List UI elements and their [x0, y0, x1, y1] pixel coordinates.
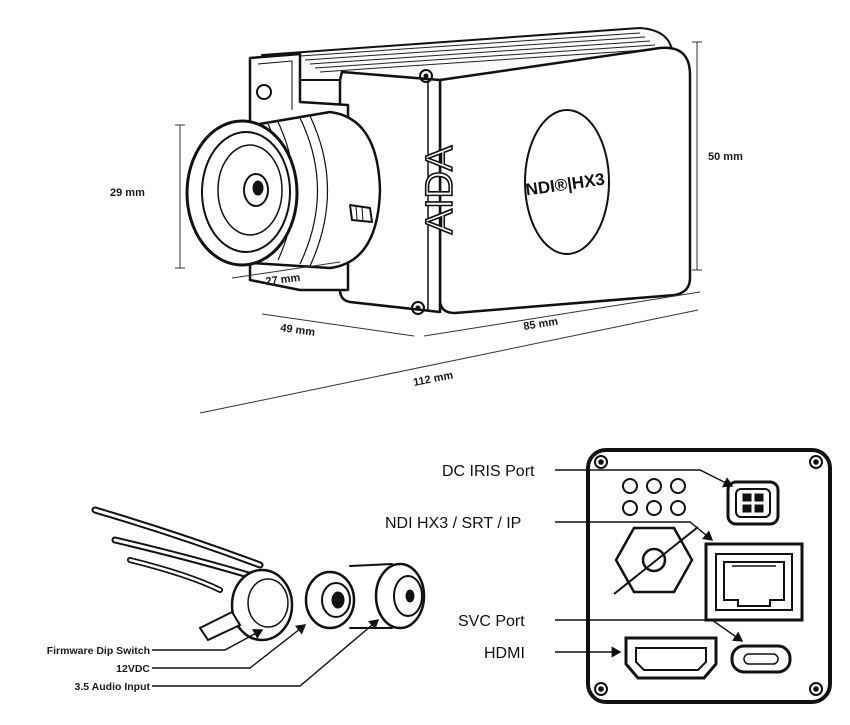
lens-diameter-label: 29 mm	[110, 187, 145, 199]
panel-screws	[594, 455, 823, 696]
firmware-dip-switch-label: Firmware Dip Switch	[47, 645, 150, 657]
hdmi-label: HDMI	[484, 645, 525, 662]
ethernet-port	[704, 542, 804, 622]
camera-illustration	[185, 27, 692, 315]
heatsink-fins	[299, 32, 661, 73]
cable-callout-lines	[152, 619, 380, 687]
body-length-label: 85 mm	[523, 316, 560, 333]
hdmi-port	[624, 636, 718, 680]
hex-nut	[613, 526, 699, 595]
power-12vdc-label: 12VDC	[116, 663, 150, 675]
dc-iris-port	[726, 480, 780, 526]
audio-input-label: 3.5 Audio Input	[75, 681, 151, 693]
lens-depth-label: 27 mm	[265, 272, 301, 288]
indicator-holes	[622, 478, 686, 516]
total-length-label: 112 mm	[412, 369, 454, 389]
panel-callout-lines	[555, 469, 744, 658]
svc-port-label: SVC Port	[458, 613, 525, 630]
dimension-lines	[175, 41, 702, 414]
network-port-label: NDI HX3 / SRT / IP	[385, 515, 521, 532]
usb-c-port	[730, 644, 792, 674]
dc-iris-port-label: DC IRIS Port	[442, 463, 535, 480]
back-panel-illustration	[586, 448, 832, 704]
height-label: 50 mm	[708, 151, 743, 163]
brand-logo: AIDA	[419, 145, 461, 234]
width-label: 49 mm	[280, 322, 316, 339]
breakout-cable-illustration	[91, 506, 426, 642]
